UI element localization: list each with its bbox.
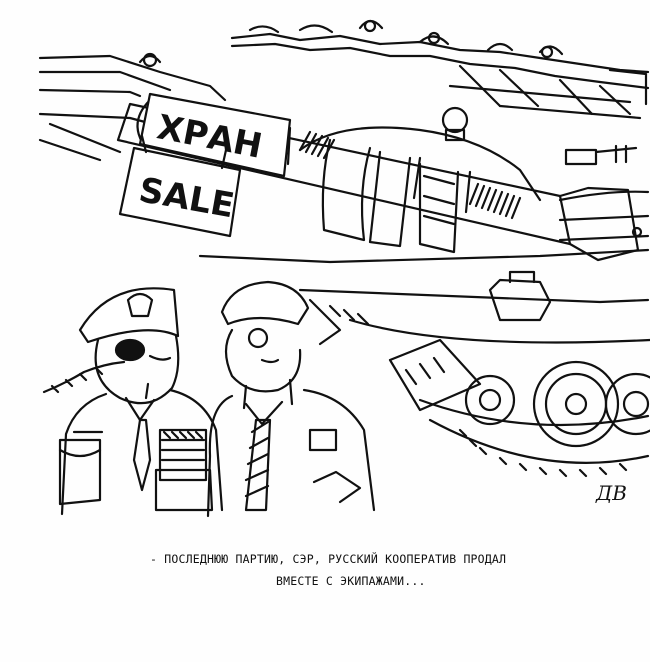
civilian-figure: [206, 280, 376, 518]
caption-line-2: ВМЕСТЕ С ЭКИПАЖАМИ...: [276, 574, 426, 588]
cartoon-caption: - ПОСЛЕДНЮЮ ПАРТИЮ, СЭР, РУССКИЙ КООПЕРА…: [150, 548, 630, 592]
background-tanks: [230, 19, 650, 120]
artist-signature: ДВ: [595, 481, 627, 505]
main-tank-turret: [298, 106, 650, 242]
sale-sign: [118, 134, 242, 238]
tank-hull: [198, 248, 650, 464]
cartoon-illustration: ХРАН SALE ДВ: [38, 19, 650, 518]
caption-line-1: - ПОСЛЕДНЮЮ ПАРТИЮ, СЭР, РУССКИЙ КООПЕРА…: [150, 552, 507, 566]
hanging-tag: [138, 92, 292, 178]
tank-wheels: [458, 360, 650, 478]
general-figure: [58, 287, 224, 516]
barbed-wire: [42, 360, 126, 394]
